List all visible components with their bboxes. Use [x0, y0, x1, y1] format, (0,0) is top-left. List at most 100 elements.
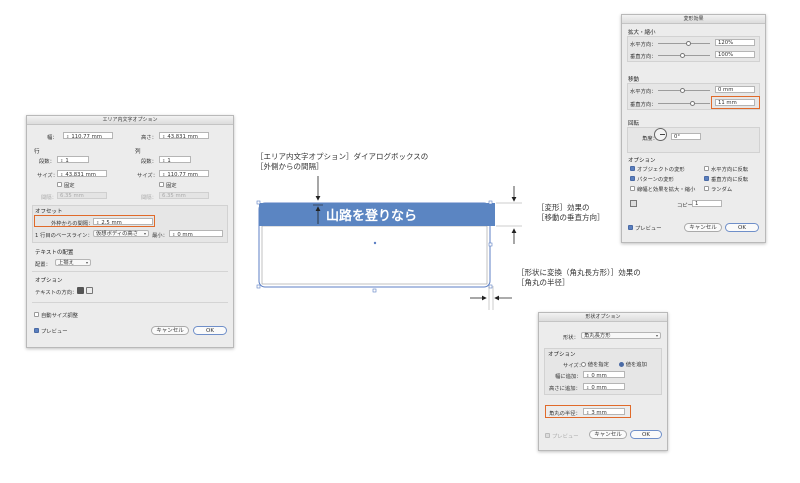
transform-patterns-label: パターンの変形 [637, 177, 674, 183]
baseline-label: 1 行目のベースライン： [35, 233, 93, 239]
preview-label: プレビュー [635, 226, 662, 232]
size-absolute-radio[interactable]: 値を指定 [581, 360, 609, 368]
v-move-label: 垂直方向： [630, 102, 657, 108]
h-move-label: 水平方向： [630, 89, 657, 95]
shape-select[interactable]: 角丸長方形▾ [581, 332, 661, 339]
inset-highlight [34, 215, 155, 227]
width-field[interactable]: ⇕110.77 mm [63, 132, 113, 140]
rows-gutter-field[interactable]: 6.35 mm [57, 192, 107, 199]
ok-button[interactable]: OK [193, 326, 227, 335]
width-label: 幅： [47, 135, 58, 141]
divider [32, 271, 228, 272]
selection-handle[interactable] [256, 284, 261, 289]
transform-patterns-checkbox[interactable] [630, 176, 635, 181]
size-relative-radio[interactable]: 値を追加 [619, 360, 647, 368]
ok-button[interactable]: OK [630, 430, 662, 439]
selection-handle[interactable] [372, 288, 377, 293]
cols-size-field[interactable]: ⇕110.77 mm [159, 170, 209, 178]
v-move-slider[interactable] [658, 103, 710, 104]
selection-handle[interactable] [256, 200, 261, 205]
cancel-button[interactable]: キャンセル [589, 430, 627, 439]
dialog-title: 形状オプション [539, 313, 667, 322]
shape-options-dialog: 形状オプション 形状： 角丸長方形▾ オプション サイズ： 値を指定 値を追加 … [538, 312, 668, 451]
dialog-title: エリア内文字オプション [27, 116, 233, 125]
min-field[interactable]: ⇕0 mm [169, 230, 223, 238]
height-field[interactable]: ⇕43.831 mm [159, 132, 209, 140]
h-scale-field[interactable]: 120% [715, 39, 755, 46]
slider-thumb[interactable] [680, 88, 685, 93]
rows-count-field[interactable]: ⇕1 [57, 156, 89, 164]
columns-header: 列 [135, 149, 141, 155]
h-scale-slider[interactable] [658, 43, 710, 44]
transform-objects-label: オブジェクトの変形 [637, 167, 685, 173]
rows-size-field[interactable]: ⇕43.831 mm [57, 170, 107, 178]
h-move-field[interactable]: 0 mm [715, 86, 755, 93]
preview-checkbox[interactable] [545, 433, 550, 438]
slider-thumb[interactable] [686, 41, 691, 46]
reflect-h-checkbox[interactable] [704, 166, 709, 171]
shape-label: 形状： [563, 335, 579, 341]
extra-height-label: 高さに追加： [549, 386, 581, 392]
copies-field[interactable]: 1 [692, 200, 722, 207]
cancel-button[interactable]: キャンセル [151, 326, 189, 335]
options-header: オプション [628, 158, 656, 164]
auto-size-checkbox[interactable] [34, 312, 39, 317]
corner-radius-highlight [545, 405, 631, 418]
angle-label: 角度： [642, 136, 658, 142]
cols-fixed-checkbox[interactable] [159, 182, 164, 187]
cols-gutter-field[interactable]: 6.35 mm [159, 192, 209, 199]
annotation-area-inset: ［エリア内文字オプション］ダイアログボックスの ［外側からの間隔］ [256, 152, 429, 171]
cancel-button[interactable]: キャンセル [684, 223, 722, 232]
preview-label: プレビュー [41, 329, 68, 335]
auto-size-label: 自動サイズ調整 [41, 313, 78, 319]
v-scale-field[interactable]: 100% [715, 51, 755, 58]
height-label: 高さ： [141, 135, 157, 141]
scale-strokes-checkbox[interactable] [630, 186, 635, 191]
v-move-field[interactable]: 11 mm [715, 99, 755, 106]
preview-checkbox[interactable] [34, 328, 39, 333]
preview-label: プレビュー [552, 434, 579, 440]
rows-header: 行 [34, 149, 40, 155]
preview-checkbox[interactable] [628, 225, 633, 230]
reflect-v-checkbox[interactable] [704, 176, 709, 181]
random-checkbox[interactable] [704, 186, 709, 191]
align-header: テキストの配置 [35, 250, 74, 256]
transform-objects-checkbox[interactable] [630, 166, 635, 171]
corner-radius-field[interactable]: ⇕3 mm [583, 408, 625, 416]
flow-columns-icon[interactable] [86, 287, 93, 294]
selection-handle[interactable] [488, 200, 493, 205]
slider-thumb[interactable] [690, 101, 695, 106]
angle-field[interactable]: 0° [671, 133, 701, 140]
chevron-down-icon: ▾ [143, 231, 146, 236]
inset-spacing-field[interactable]: ⇕2.5 mm [93, 218, 153, 226]
center-point [373, 241, 377, 245]
angle-needle [660, 134, 665, 135]
flow-rows-icon[interactable] [77, 287, 84, 294]
reference-point-icon[interactable] [630, 200, 637, 207]
ok-button[interactable]: OK [725, 223, 759, 232]
move-header: 移動 [628, 77, 640, 83]
divider [32, 302, 228, 303]
options-header: オプション [548, 352, 576, 358]
inset-label: 外枠からの間隔： [51, 221, 94, 227]
angle-dial-icon[interactable] [654, 128, 667, 141]
cols-count-field[interactable]: ⇕1 [159, 156, 191, 164]
rows-gutter-label: 間隔： [41, 195, 57, 201]
extra-height-field[interactable]: ⇕0 mm [583, 383, 625, 391]
heading-text: 山路を登りなら [326, 208, 417, 224]
offset-header: オフセット [35, 209, 63, 215]
text-flow-label: テキストの方向： [35, 290, 78, 296]
baseline-select[interactable]: 仮想ボディの高さ▾ [93, 230, 149, 237]
scale-strokes-label: 線幅と効果を拡大・縮小 [637, 187, 696, 193]
selection-handle[interactable] [488, 284, 493, 289]
cols-fixed-label: 固定 [166, 183, 177, 189]
v-move-highlight [711, 96, 760, 109]
selection-handle[interactable] [488, 242, 493, 247]
radio-button [581, 362, 586, 367]
align-select[interactable]: 上揃え▾ [55, 259, 91, 266]
extra-width-field[interactable]: ⇕0 mm [583, 371, 625, 379]
annotation-shape-radius: ［形状に変換（角丸長方形）］効果の ［角丸の半径］ [517, 268, 641, 287]
chevron-down-icon: ▾ [85, 260, 88, 265]
slider-thumb[interactable] [680, 53, 685, 58]
rows-fixed-checkbox[interactable] [57, 182, 62, 187]
